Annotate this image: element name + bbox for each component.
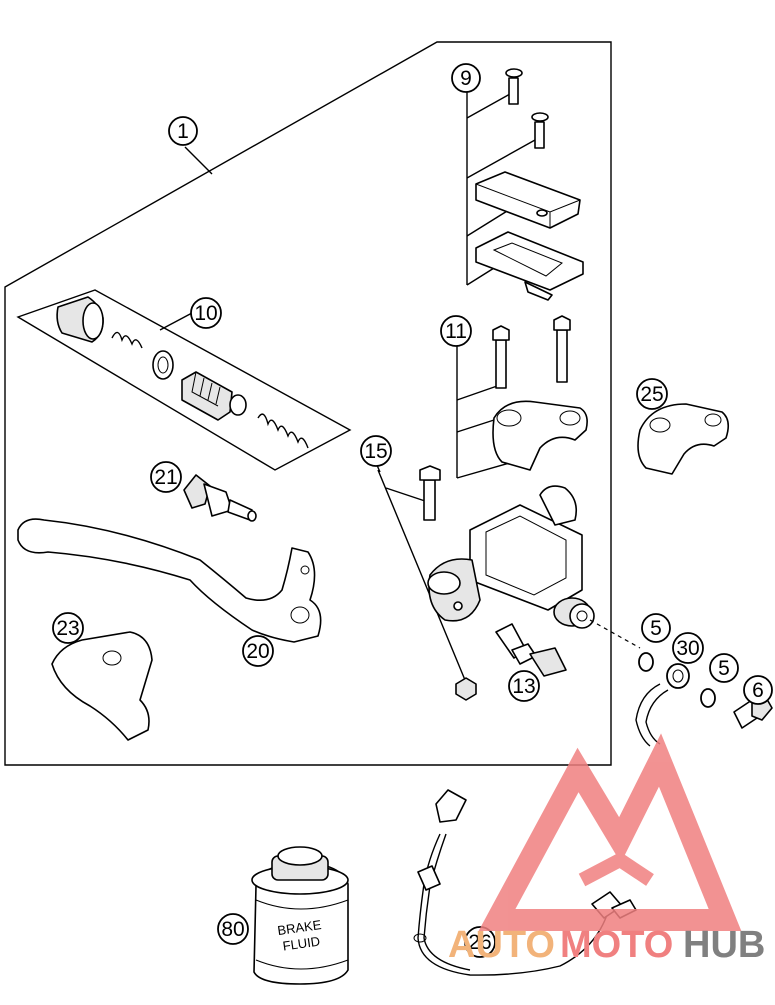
part-30-banjo-fitting [635, 663, 690, 747]
part-15-pivot-bolt [377, 465, 477, 701]
assembly-boundary [4, 41, 612, 766]
part-23-hole [102, 650, 122, 666]
part-25-hole-2 [704, 413, 722, 427]
callout-15: 15 [360, 435, 392, 467]
callout-6: 6 [743, 675, 773, 705]
callout-5-a: 5 [641, 613, 671, 643]
callout-11: 11 [440, 315, 472, 347]
watermark-text-hub: HUB [683, 924, 765, 966]
part-80-brake-fluid-can [251, 846, 349, 985]
part-9-reservoir-cover [466, 68, 584, 301]
part-25-hole [649, 417, 671, 433]
part-5-washer-b [700, 688, 716, 708]
svg-text:9: 9 [460, 67, 472, 90]
part-10-piston-kit [16, 289, 352, 471]
part-21-adjuster [183, 474, 257, 522]
svg-text:11: 11 [445, 320, 467, 343]
svg-text:25: 25 [640, 383, 663, 406]
watermark-triangle [478, 733, 742, 931]
svg-text:80: 80 [221, 918, 244, 941]
svg-text:26: 26 [468, 931, 491, 954]
master-cylinder-body [427, 485, 595, 629]
svg-text:6: 6 [752, 679, 764, 702]
leader-1 [184, 146, 213, 175]
brake-fluid-label-line2: FLUID [282, 934, 321, 954]
flow-line [589, 619, 641, 649]
brake-fluid-label-line1: BRAKE [277, 917, 323, 938]
callout-23: 23 [52, 612, 84, 644]
svg-text:5: 5 [718, 657, 730, 680]
svg-text:21: 21 [154, 466, 177, 489]
callout-5-b: 5 [709, 653, 739, 683]
part-11-clamp-bolts [456, 315, 588, 479]
svg-text:30: 30 [676, 637, 699, 660]
watermark-text-auto: AUTO [448, 924, 555, 966]
callout-10: 10 [190, 297, 222, 329]
callout-1: 1 [168, 116, 198, 146]
callout-21: 21 [150, 461, 182, 493]
callout-26: 26 [464, 926, 496, 958]
svg-text:20: 20 [246, 640, 269, 663]
svg-text:13: 13 [512, 675, 535, 698]
svg-text:10: 10 [194, 302, 217, 325]
svg-text:15: 15 [364, 440, 387, 463]
part-20-tip-hole [300, 565, 310, 575]
part-5-washer-a [638, 652, 654, 672]
callout-25: 25 [636, 378, 668, 410]
part-13-brake-switch [495, 623, 567, 677]
svg-text:23: 23 [56, 617, 79, 640]
watermark-logo [478, 733, 742, 931]
part-23-lever-guard [51, 631, 153, 741]
watermark-inner [578, 851, 654, 887]
watermark-text-moto: MOTO [560, 924, 673, 966]
svg-text:1: 1 [177, 120, 189, 143]
callout-13: 13 [508, 670, 540, 702]
callout-80: 80 [217, 913, 249, 945]
svg-text:5: 5 [650, 617, 662, 640]
part-20-brake-lever [17, 518, 322, 643]
callout-30: 30 [672, 632, 704, 664]
part-20-pivot-hole [290, 606, 310, 624]
callout-20: 20 [242, 635, 274, 667]
callout-9: 9 [451, 63, 481, 93]
